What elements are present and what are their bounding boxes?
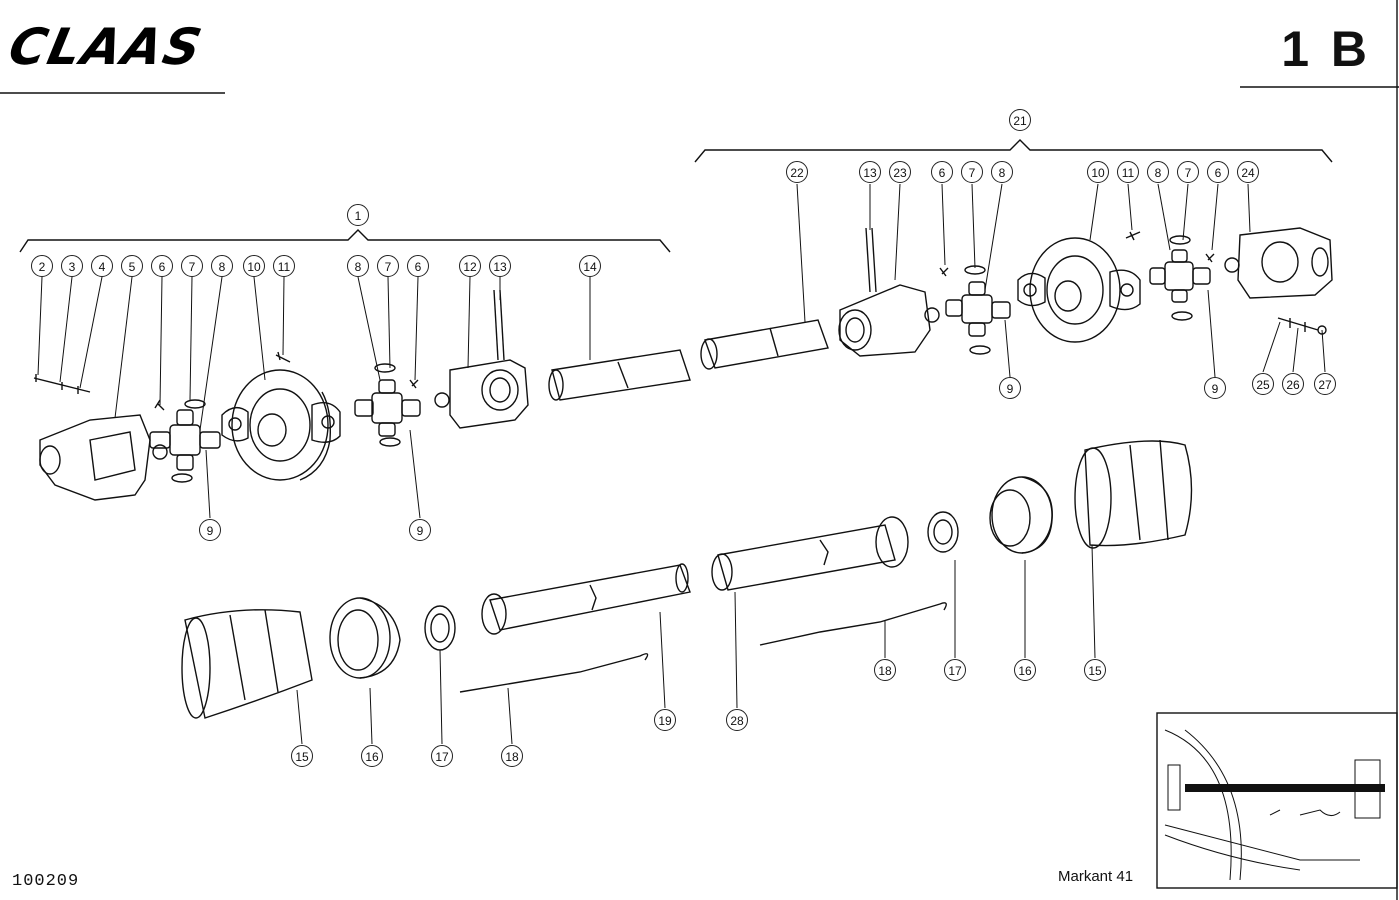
callout-8d: 8: [1147, 161, 1169, 183]
callout-12: 12: [459, 255, 481, 277]
callout-7: 7: [181, 255, 203, 277]
part-cross-8a: [149, 409, 221, 483]
part-guard-15a: [181, 609, 313, 719]
callout-9a: 9: [199, 519, 221, 541]
part-bearing-17b: [927, 511, 959, 553]
part-guard-15b: [1074, 439, 1193, 549]
callout-8c: 8: [991, 161, 1013, 183]
callout-28: 28: [726, 709, 748, 731]
page-code: 1 B: [1281, 21, 1371, 77]
callout-5: 5: [121, 255, 143, 277]
leaders-group-21: [796, 183, 1326, 378]
document-number: 100209: [12, 872, 80, 891]
callout-6: 6: [151, 255, 173, 277]
part-nipple-6c: [939, 267, 949, 277]
callout-4: 4: [91, 255, 113, 277]
leaders-group-1: [37, 276, 591, 519]
callout-11: 11: [273, 255, 295, 277]
part-bolt-25: [1277, 317, 1319, 332]
callout-23: 23: [889, 161, 911, 183]
part-cross-8d: [1149, 235, 1211, 321]
part-cone-10b: [1017, 237, 1141, 343]
part-tube-19: [481, 563, 691, 635]
bracket-group-21: [694, 139, 1333, 163]
part-ring-7a: [184, 399, 206, 409]
part-cross-8b: [354, 363, 421, 447]
callout-7c: 7: [961, 161, 983, 183]
callout-6b: 6: [407, 255, 429, 277]
callout-assembly-1: 1: [347, 204, 369, 226]
part-chain-18a: [459, 653, 649, 693]
callout-10: 10: [243, 255, 265, 277]
callout-assembly-21: 21: [1009, 109, 1031, 131]
part-bellow-16a: [329, 597, 401, 679]
callout-8b: 8: [347, 255, 369, 277]
leaders-guards: [296, 544, 1096, 745]
callout-13: 13: [489, 255, 511, 277]
callout-19: 19: [654, 709, 676, 731]
callout-25: 25: [1252, 373, 1274, 395]
part-nipple-6a: [154, 399, 165, 411]
callout-24: 24: [1237, 161, 1259, 183]
callout-13b: 13: [859, 161, 881, 183]
callout-15b: 15: [1084, 659, 1106, 681]
callout-10b: 10: [1087, 161, 1109, 183]
model-label: Markant 41: [1058, 868, 1134, 885]
callout-6c: 6: [931, 161, 953, 183]
part-yoke-5: [39, 414, 168, 501]
part-yoke-12: [434, 289, 529, 429]
callout-22: 22: [786, 161, 808, 183]
part-washer-27: [1317, 325, 1327, 335]
callout-16a: 16: [361, 745, 383, 767]
callout-26: 26: [1282, 373, 1304, 395]
callout-2: 2: [31, 255, 53, 277]
callout-7d: 7: [1177, 161, 1199, 183]
callout-17a: 17: [431, 745, 453, 767]
callout-14: 14: [579, 255, 601, 277]
callout-9d: 9: [1204, 377, 1226, 399]
callout-18a: 18: [501, 745, 523, 767]
callout-27: 27: [1314, 373, 1336, 395]
part-bellow-16b: [989, 476, 1053, 554]
part-tube-28: [711, 516, 909, 591]
part-chain-18b: [759, 602, 947, 646]
part-nipple-6d: [1205, 253, 1215, 263]
callout-9c: 9: [999, 377, 1021, 399]
callout-6d: 6: [1207, 161, 1229, 183]
callout-15a: 15: [291, 745, 313, 767]
part-cross-8c: [945, 265, 1011, 355]
callout-3: 3: [61, 255, 83, 277]
part-screw-11a: [275, 351, 291, 363]
bracket-group-1: [19, 229, 671, 253]
callout-11b: 11: [1117, 161, 1139, 183]
callout-16b: 16: [1014, 659, 1036, 681]
part-profile-14: [548, 349, 691, 401]
part-yoke-24: [1224, 227, 1333, 299]
part-cone-10a: [221, 369, 341, 481]
callout-7b: 7: [377, 255, 399, 277]
callout-17b: 17: [944, 659, 966, 681]
part-yoke-23: [838, 227, 940, 357]
callout-18b: 18: [874, 659, 896, 681]
part-nipple-6b: [409, 379, 419, 389]
part-bearing-17a: [424, 605, 456, 651]
part-bolt-2: [33, 374, 91, 394]
callout-9b: 9: [409, 519, 431, 541]
part-profile-22: [700, 319, 829, 370]
callout-8: 8: [211, 255, 233, 277]
part-screw-11b: [1125, 231, 1141, 241]
inset-overview: [1156, 712, 1398, 889]
